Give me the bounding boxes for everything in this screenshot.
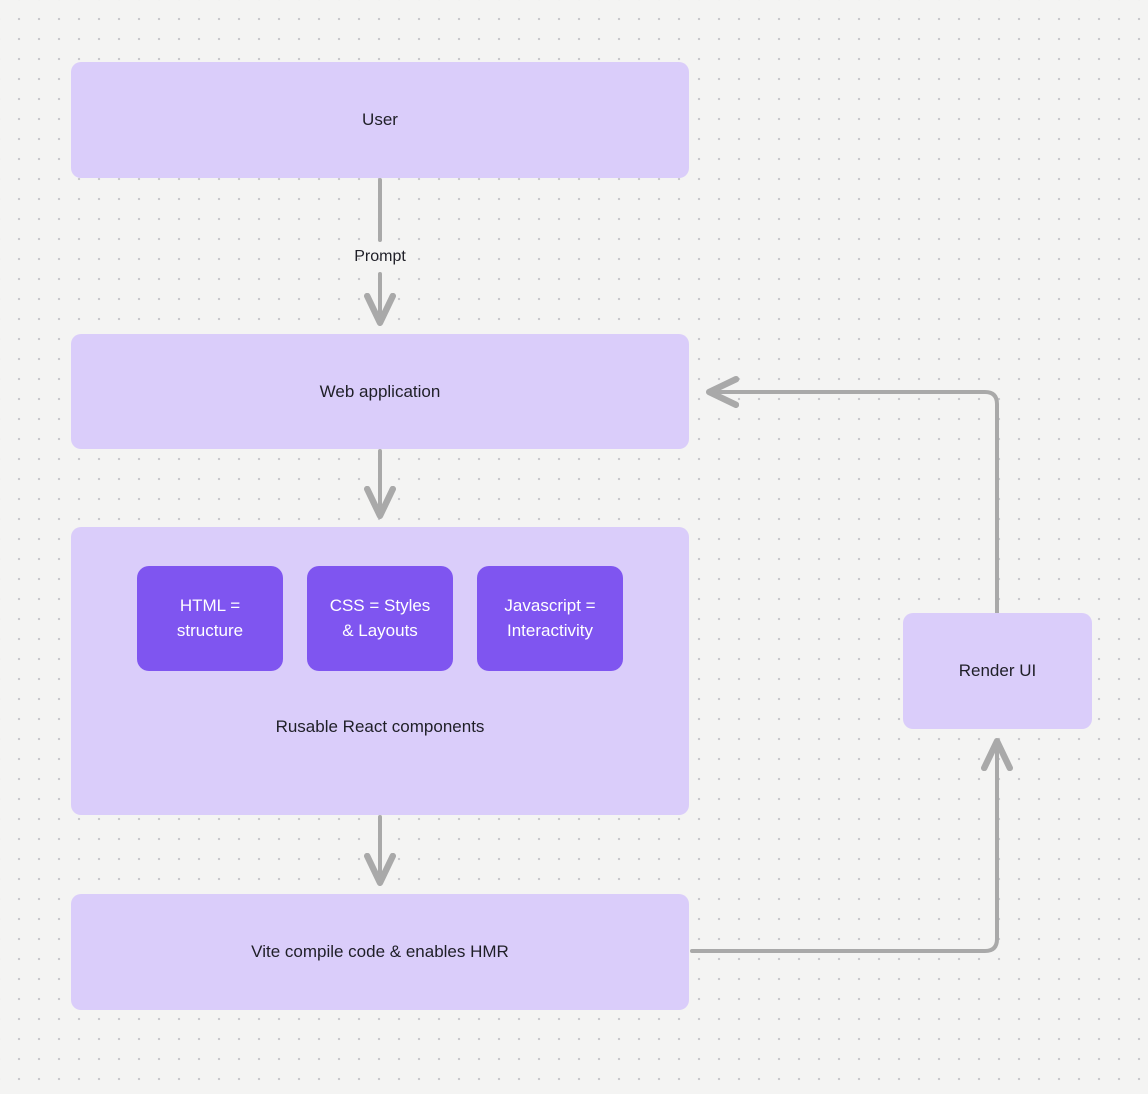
node-css-label-line2: & Layouts xyxy=(342,620,418,640)
node-html-label: HTML = structure xyxy=(177,594,243,642)
node-css-label-line1: CSS = Styles xyxy=(329,596,431,616)
node-javascript-label-line2: Interactivity xyxy=(507,620,593,640)
edge-label-prompt: Prompt xyxy=(354,248,406,265)
node-html-label-line2: structure xyxy=(176,620,244,640)
edge-vite-to-render xyxy=(690,742,997,953)
node-render-ui-label: Render UI xyxy=(958,661,1037,681)
node-vite[interactable]: Vite compile code & enables HMR xyxy=(71,894,689,1010)
node-reusable-react-components[interactable]: HTML = structure CSS = Styles & Layouts … xyxy=(71,527,689,815)
node-user[interactable]: User xyxy=(71,62,689,178)
node-web-application[interactable]: Web application xyxy=(71,334,689,449)
node-html-label-line1: HTML = xyxy=(179,596,241,616)
node-javascript[interactable]: Javascript = Interactivity xyxy=(477,566,623,671)
node-render-ui[interactable]: Render UI xyxy=(903,613,1092,729)
node-javascript-label: Javascript = Interactivity xyxy=(504,594,595,642)
node-javascript-label-line1: Javascript = xyxy=(504,596,596,616)
node-user-label: User xyxy=(362,110,398,130)
edge-render-to-webapp xyxy=(710,392,999,615)
node-vite-label: Vite compile code & enables HMR xyxy=(251,942,509,962)
node-css-label: CSS = Styles & Layouts xyxy=(330,594,431,642)
node-web-application-label: Web application xyxy=(319,381,441,401)
node-html[interactable]: HTML = structure xyxy=(137,566,283,671)
node-css[interactable]: CSS = Styles & Layouts xyxy=(307,566,453,671)
node-components-caption: Rusable React components xyxy=(275,717,485,736)
